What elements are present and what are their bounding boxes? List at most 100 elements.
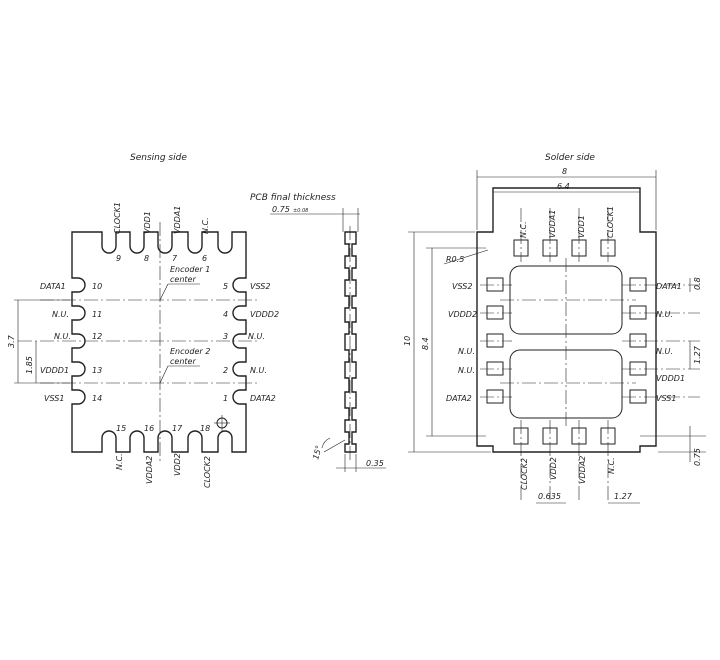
sensing-top-pin-name: CLOCK1	[113, 202, 122, 234]
sensing-top-pin-number: 7	[172, 254, 178, 263]
sensing-board-outline	[71, 231, 247, 453]
solder-pad	[629, 305, 647, 320]
sensing-left-pin-number: 11	[92, 310, 102, 319]
solder-side-view: N.C. VDDA1 VDD1 CLOCK1 CLOCK2 VDD2 VDDA2…	[403, 167, 706, 504]
chamfer-line	[323, 439, 346, 453]
sensing-top-pin-name: VDDA1	[173, 206, 182, 234]
sensing-right-pin-number: 4	[223, 310, 228, 319]
sensing-right-pin-name: VDDD2	[250, 310, 279, 319]
sensing-top-pin-name: N.C.	[201, 217, 210, 234]
solder-side-title: Solder side	[545, 153, 595, 163]
dim-pad-label: 0.8	[693, 277, 702, 290]
pcb-side-profile: PCB final thickness 0.75 ±0.08 15° 0.35	[250, 193, 386, 472]
solder-right-pin-name: VDDD1	[656, 374, 685, 383]
solder-left-pads	[480, 277, 512, 404]
pcb-thickness-label: PCB final thickness	[250, 193, 336, 203]
solder-bottom-pin-name: VDDA2	[578, 456, 587, 484]
solder-left-pin-name: N.U.	[458, 366, 475, 375]
sensing-side-title: Sensing side	[130, 153, 187, 163]
solder-top-pin-name: CLOCK1	[606, 206, 615, 238]
dim-inner-width-label: 6.4	[557, 182, 570, 191]
sensing-top-pin-number: 8	[144, 254, 149, 263]
encoder1-label: Encoder 1	[170, 265, 210, 274]
dim-pitch-h-label: 1.27	[614, 492, 633, 501]
solder-pad	[486, 361, 504, 376]
sensing-bottom-pin-name: CLOCK2	[203, 456, 212, 488]
dim-offset-label: 0.635	[538, 492, 561, 501]
sensing-bottom-pin-number: 17	[172, 424, 183, 433]
dim-radius-label: R0.5	[446, 255, 464, 264]
solder-pad	[486, 305, 504, 320]
encoder2-leader	[159, 365, 169, 384]
solder-right-pin-name: DATA1	[656, 282, 682, 291]
pcb-thickness-value: 0.75	[272, 205, 290, 214]
chamfer-angle-label: 15°	[311, 444, 323, 460]
encoder1-center-label: center	[170, 275, 196, 284]
solder-right-pads	[622, 277, 700, 404]
sensing-right-pin-name: N.U.	[250, 366, 267, 375]
sensing-bottom-pin-name: N.C.	[115, 453, 124, 470]
sensing-left-pin-name: VDDD1	[40, 366, 69, 375]
sensing-top-pin-number: 9	[116, 254, 121, 263]
sensing-bottom-pin-number: 16	[144, 424, 154, 433]
sensing-right-pin-number: 5	[223, 282, 228, 291]
solder-bottom-pads	[513, 420, 616, 500]
solder-top-pin-name: N.C.	[519, 221, 528, 238]
sensing-bottom-pin-name: VDDA2	[145, 456, 154, 484]
sensing-left-pin-name: VSS1	[44, 394, 64, 403]
sensing-left-pin-number: 13	[92, 366, 102, 375]
sensing-side-view: Encoder 1 center Encoder 2 center CLOCK1…	[7, 202, 279, 488]
dim-radius-leader	[443, 249, 489, 265]
solder-top-pin-name: VDD1	[577, 215, 586, 238]
pcb-profile-outline	[344, 231, 357, 453]
solder-pad	[486, 277, 504, 292]
solder-top-pin-name: VDDA1	[548, 210, 557, 238]
solder-right-pin-name: VSS1	[656, 394, 676, 403]
solder-pad	[486, 333, 504, 348]
solder-left-pin-name: N.U.	[458, 347, 475, 356]
sensing-bottom-pin-name: VDD2	[173, 453, 182, 476]
solder-top-pads	[513, 208, 616, 262]
sensing-right-pin-number: 2	[223, 366, 228, 375]
edge-thickness-label: 0.35	[366, 459, 384, 468]
sensing-bottom-pin-number: 18	[200, 424, 210, 433]
solder-bottom-pin-name: CLOCK2	[520, 458, 529, 490]
encoder1-leader	[159, 283, 169, 301]
encoder2-label: Encoder 2	[170, 347, 210, 356]
dim-width-label: 8	[562, 167, 567, 176]
sensing-top-pin-name: VDD1	[143, 211, 152, 234]
sensing-right-pin-name: VSS2	[250, 282, 270, 291]
solder-left-pin-name: DATA2	[446, 394, 472, 403]
dim-inner-height-label: 8.4	[421, 337, 430, 350]
sensing-right-pin-name: N.U.	[248, 332, 265, 341]
sensing-left-pin-name: N.U.	[52, 310, 69, 319]
sensing-right-pin-name: DATA2	[250, 394, 276, 403]
sensing-left-pin-name: N.U.	[54, 332, 71, 341]
dim-3-7-label: 3.7	[7, 334, 16, 348]
solder-right-pin-name: N.U.	[656, 347, 673, 356]
solder-pad	[629, 361, 647, 376]
solder-right-pin-name: N.U.	[656, 310, 673, 319]
solder-board-outline	[476, 187, 657, 453]
sensing-right-pin-number: 3	[223, 332, 228, 341]
sensing-top-pin-number: 6	[202, 254, 207, 263]
solder-left-pin-name: VSS2	[452, 282, 472, 291]
sensing-left-pin-number: 12	[92, 332, 102, 341]
solder-bottom-pin-name: N.C.	[607, 457, 616, 474]
solder-bottom-pin-name: VDD2	[549, 457, 558, 480]
encoder2-center-label: center	[170, 357, 196, 366]
solder-left-pin-name: VDDD2	[448, 310, 477, 319]
sensing-left-pin-number: 14	[92, 394, 102, 403]
sensing-bottom-pin-number: 15	[116, 424, 126, 433]
chamfer-arc	[321, 437, 331, 449]
dim-1-85-label: 1.85	[25, 356, 34, 374]
solder-pad	[629, 389, 647, 404]
solder-pad	[486, 389, 504, 404]
dim-height-label: 10	[403, 336, 412, 346]
pcb-thickness-tolerance: ±0.08	[293, 208, 308, 214]
sensing-left-pin-name: DATA1	[40, 282, 66, 291]
solder-pad	[629, 277, 647, 292]
sensing-right-pin-number: 1	[223, 394, 228, 403]
dim-pitch-v-label: 1.27	[693, 345, 702, 364]
